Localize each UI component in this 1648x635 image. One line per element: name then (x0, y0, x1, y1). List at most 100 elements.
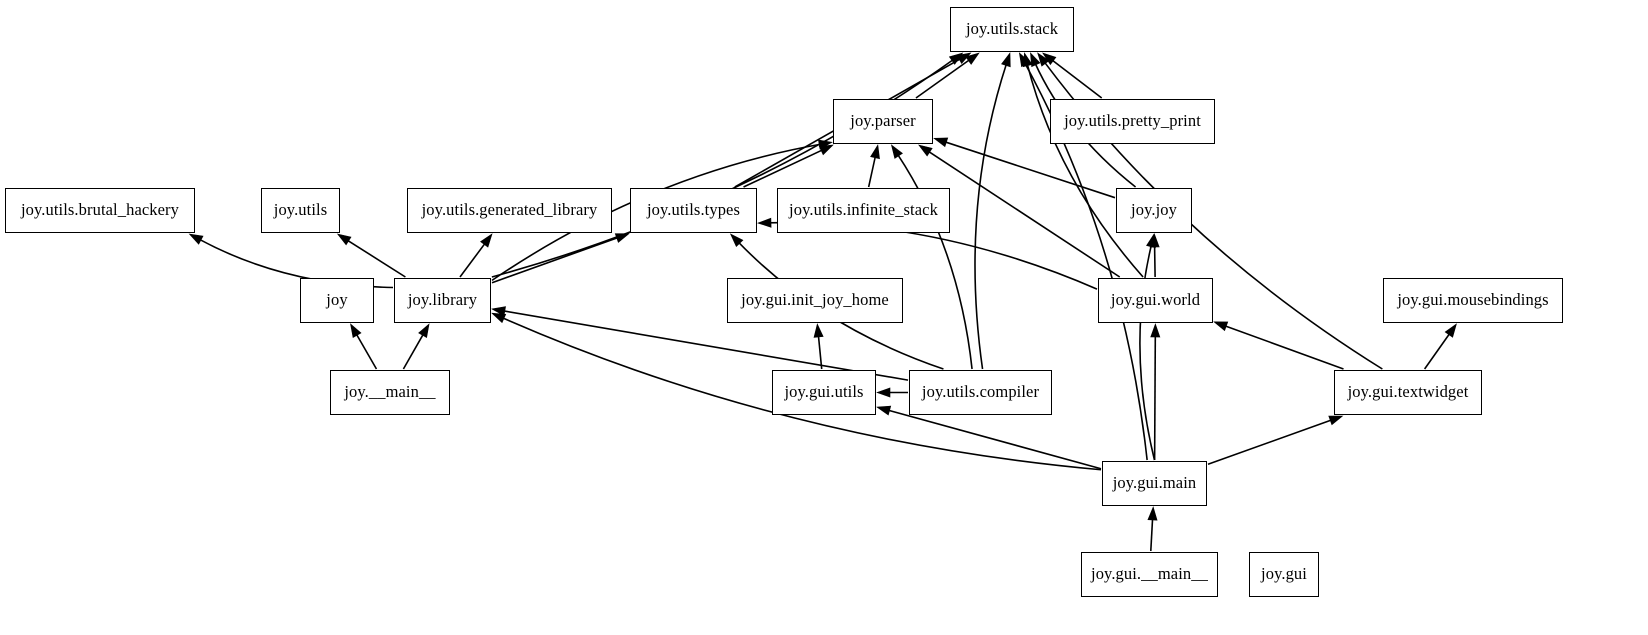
edge-joy-gui-utils-to-joy-gui-init-joy-home (817, 334, 823, 370)
edge-joy-utils-compiler-to-joy-parser-arrowhead (890, 144, 903, 159)
graph-node-label: joy.utils.stack (965, 19, 1059, 39)
graph-node-joy-utils-brutal-hackery[interactable]: joy.utils.brutal_hackery (5, 188, 195, 233)
edge-joy-utils-types-to-joy-parser-arrowhead (818, 144, 834, 156)
edge-joy-gui-world-to-joy-utils-types-arrowhead (757, 217, 772, 228)
edge-joy-gui-world-to-joy-parser (927, 150, 1121, 278)
edge-joy-gui-world-to-joy-utils-stack (1026, 63, 1144, 278)
edge-joy-gui-main-to-joy-utils-stack-arrowhead (1018, 52, 1031, 68)
edge-joy-gui-main-to-joy-gui-utils-arrowhead (876, 405, 892, 416)
graph-node-label: joy.utils.types (646, 200, 740, 220)
edge-joy-utils-pretty-print-to-joy-utils-stack (1051, 59, 1103, 99)
graph-node-label: joy.gui.textwidget (1347, 382, 1469, 402)
edge-joy-gui-main--to-joy-gui-main-arrowhead (1147, 506, 1158, 521)
edge-joy-library-to-joy-utils-generated-library (459, 242, 487, 278)
edge-joy-library-to-joy-utils-brutal-hackery-arrowhead (188, 233, 204, 245)
edge-joy-utils-compiler-to-joy-utils-types-arrowhead (729, 233, 744, 248)
edge-joy-utils-types-to-joy-parser (743, 148, 824, 188)
edge-joy-gui-textwidget-to-joy-gui-world-arrowhead (1213, 321, 1229, 332)
graph-node-joy-gui-main[interactable]: joy.gui.main (1102, 461, 1207, 506)
graph-node-label: joy.gui.__main__ (1091, 564, 1208, 584)
edge-joy-gui-world-to-joy-joy (1153, 244, 1156, 278)
edge-joy-utils-types-to-joy-utils-stack-arrowhead (956, 52, 972, 64)
graph-node-label: joy.utils.brutal_hackery (20, 200, 180, 220)
edge-joy-joy-to-joy-parser (944, 140, 1116, 199)
graph-node-label: joy.gui.init_joy_home (741, 290, 889, 310)
graph-node-joy-utils-stack[interactable]: joy.utils.stack (950, 7, 1074, 52)
graph-node-joy-utils-compiler[interactable]: joy.utils.compiler (909, 370, 1052, 415)
graph-node-label: joy.gui.main (1112, 473, 1197, 493)
graph-node-joy-gui[interactable]: joy.gui (1249, 552, 1319, 597)
edge-joy-library-to-joy-utils-types (491, 236, 619, 284)
graph-node-joy[interactable]: joy (300, 278, 374, 323)
graph-node-joy-joy[interactable]: joy.joy (1116, 188, 1192, 233)
graph-node-label: joy (326, 290, 348, 310)
edge-joy-main--to-joy-library (402, 333, 425, 370)
edge-joy-gui-textwidget-to-joy-gui-mousebindings-arrowhead (1444, 323, 1457, 338)
graph-node-joy-utils-generated-library[interactable]: joy.utils.generated_library (407, 188, 612, 233)
edge-joy-gui-main-to-joy-gui-textwidget (1207, 418, 1333, 466)
edge-joy-gui-main--to-joy-gui-main (1149, 517, 1154, 552)
edge-joy-gui-main-to-joy-gui-textwidget-arrowhead (1328, 415, 1344, 426)
edge-joy-gui-textwidget-to-joy-gui-world (1224, 324, 1344, 370)
graph-node-label: joy.gui.world (1110, 290, 1201, 310)
edge-joy-gui-main-to-joy-gui-world (1153, 334, 1157, 461)
edge-joy-gui-main-to-joy-utils-stack (1023, 62, 1148, 461)
edge-joy-library-to-joy-utils (346, 239, 406, 278)
edge-joy-library-to-joy-utils-types-arrowhead (614, 233, 630, 243)
graph-node-joy-parser[interactable]: joy.parser (833, 99, 933, 144)
edge-joy-gui-main-to-joy-gui-utils (887, 409, 1102, 470)
graph-node-label: joy.utils.pretty_print (1064, 111, 1201, 131)
edge-joy-gui-utils-to-joy-gui-init-joy-home-arrowhead (813, 323, 824, 338)
graph-node-label: joy.utils.generated_library (421, 200, 598, 220)
edge-joy-library-to-joy-utils-arrowhead (336, 233, 352, 246)
graph-node-joy-main[interactable]: joy.__main__ (330, 370, 450, 415)
edge-joy-gui-world-to-joy-parser-arrowhead (918, 144, 933, 157)
graph-node-joy-gui-mousebindings[interactable]: joy.gui.mousebindings (1383, 278, 1563, 323)
graph-node-label: joy.joy (1131, 200, 1177, 220)
graph-node-joy-gui-textwidget[interactable]: joy.gui.textwidget (1334, 370, 1482, 415)
edge-joy-utils-compiler-to-joy-utils-stack (974, 63, 1008, 370)
graph-node-label: joy.gui (1261, 564, 1307, 584)
edge-joy-library-to-joy-utils-stack (491, 58, 955, 278)
graph-node-label: joy.utils.infinite_stack (789, 200, 938, 220)
graph-node-joy-utils-pretty-print[interactable]: joy.utils.pretty_print (1050, 99, 1215, 144)
edge-joy-main--to-joy (355, 333, 378, 370)
edge-joy-library-to-joy-utils-generated-library-arrowhead (480, 233, 493, 248)
edge-joy-gui-main-to-joy-joy-arrowhead (1146, 233, 1156, 249)
edge-joy-utils-compiler-to-joy-library (502, 310, 909, 381)
edge-joy-parser-to-joy-utils-stack-arrowhead (965, 52, 980, 65)
graph-node-label: joy.utils (273, 200, 328, 220)
graph-node-label: joy.gui.mousebindings (1397, 290, 1549, 310)
graph-node-label: joy.parser (850, 111, 916, 131)
graph-node-label: joy.gui.utils (784, 382, 864, 402)
edge-joy-main--to-joy-library-arrowhead (418, 323, 430, 339)
graph-node-joy-gui-utils[interactable]: joy.gui.utils (772, 370, 876, 415)
graph-node-label: joy.library (407, 290, 478, 310)
edge-joy-gui-main-to-joy-joy (1139, 244, 1156, 461)
edge-joy-utils-compiler-to-joy-gui-utils-arrowhead (876, 387, 891, 398)
graph-node-joy-gui-init-joy-home[interactable]: joy.gui.init_joy_home (727, 278, 903, 323)
edge-joy-gui-textwidget-to-joy-utils-stack-arrowhead (1037, 52, 1050, 67)
edge-joy-joy-to-joy-utils-stack-arrowhead (1030, 52, 1041, 68)
graph-node-label: joy.__main__ (344, 382, 436, 402)
edge-joy-utils-compiler-to-joy-parser (896, 153, 973, 370)
graph-node-joy-utils-types[interactable]: joy.utils.types (630, 188, 757, 233)
edge-joy-gui-textwidget-to-joy-gui-mousebindings (1423, 332, 1451, 370)
edge-joy-utils-compiler-to-joy-library-arrowhead (491, 306, 506, 317)
edge-joy-utils-infinite-stack-to-joy-parser (867, 155, 877, 188)
edge-joy-utils-compiler-to-joy-utils-stack-arrowhead (1001, 52, 1011, 68)
edge-joy-gui-main-to-joy-library-arrowhead (491, 312, 507, 324)
edge-joy-gui-main-to-joy-library (501, 316, 1102, 471)
graph-node-joy-utils-infinite-stack[interactable]: joy.utils.infinite_stack (777, 188, 950, 233)
graph-node-joy-utils[interactable]: joy.utils (261, 188, 340, 233)
graph-node-label: joy.utils.compiler (921, 382, 1040, 402)
edge-joy-joy-to-joy-parser-arrowhead (933, 137, 949, 148)
edge-joy-main--to-joy-arrowhead (350, 323, 362, 339)
graph-node-joy-gui-world[interactable]: joy.gui.world (1098, 278, 1213, 323)
edge-joy-gui-main-to-joy-gui-world-arrowhead (1150, 323, 1161, 338)
graph-node-joy-library[interactable]: joy.library (394, 278, 491, 323)
graph-node-joy-gui-main[interactable]: joy.gui.__main__ (1081, 552, 1218, 597)
edge-joy-parser-to-joy-utils-stack (915, 58, 971, 99)
edge-joy-utils-infinite-stack-to-joy-parser-arrowhead (870, 144, 880, 160)
